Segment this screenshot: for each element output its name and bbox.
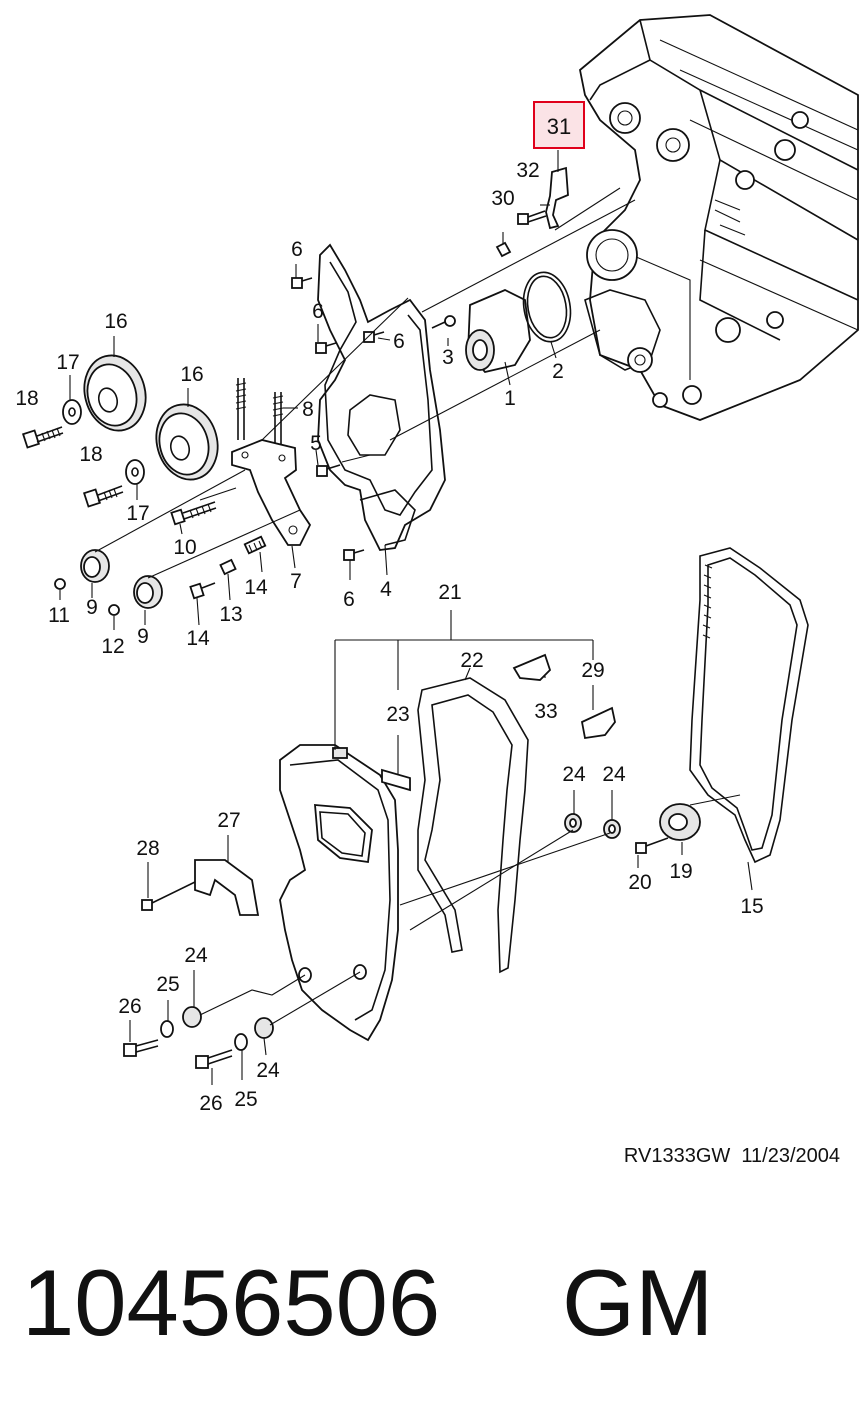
- callout-21: 21: [438, 581, 461, 604]
- bracket-7: [231, 439, 312, 546]
- callout-14b: 14: [186, 627, 210, 650]
- brand-label: GM: [562, 1250, 713, 1355]
- callout-20: 20: [628, 871, 651, 894]
- callout-6d: 6: [343, 588, 355, 611]
- camshaft-sprocket-upper: [83, 354, 147, 432]
- callout-1: 1: [504, 387, 516, 410]
- callout-9a: 9: [86, 596, 98, 619]
- callout-7: 7: [290, 570, 302, 593]
- callout-16b: 16: [180, 363, 203, 386]
- callout-14a: 14: [244, 576, 268, 599]
- callout-8: 8: [302, 398, 314, 421]
- callout-2: 2: [552, 360, 564, 383]
- bolt-18a: [21, 426, 64, 449]
- callout-3: 3: [442, 346, 454, 369]
- camshaft-sprocket-lower: [155, 403, 219, 481]
- callout-32: 32: [516, 159, 539, 182]
- callout-5: 5: [310, 432, 322, 455]
- callout-26a: 26: [118, 995, 141, 1018]
- callout-18b: 18: [79, 443, 102, 466]
- callout-6c: 6: [393, 330, 405, 353]
- callout-6b: 6: [312, 300, 324, 323]
- callout-24b: 24: [602, 763, 626, 786]
- callout-31[interactable]: 31: [547, 114, 571, 139]
- drawing-code: RV1333GW 11/23/2004: [624, 1145, 840, 1167]
- callout-19: 19: [669, 860, 692, 883]
- callout-4: 4: [380, 578, 392, 601]
- rear-timing-cover: [317, 243, 446, 551]
- timing-belt-15: [689, 547, 809, 864]
- callout-17b: 17: [126, 502, 149, 525]
- callout-27: 27: [217, 809, 240, 832]
- callout-17a: 17: [56, 351, 79, 374]
- callout-6a: 6: [291, 238, 303, 261]
- highlight-box: [533, 101, 585, 149]
- bolt-18b: [82, 485, 124, 508]
- callout-23: 23: [386, 703, 409, 726]
- callout-25a: 25: [156, 973, 179, 996]
- leader-lines-upper: [59, 150, 636, 630]
- callout-24d: 24: [256, 1059, 280, 1082]
- callout-24a: 24: [562, 763, 586, 786]
- front-timing-cover: [279, 744, 399, 1042]
- gasket-22: [417, 677, 529, 974]
- callout-29: 29: [581, 659, 604, 682]
- callout-25b: 25: [234, 1088, 257, 1111]
- callout-16a: 16: [104, 310, 127, 333]
- callout-28: 28: [136, 837, 159, 860]
- callout-30: 30: [491, 187, 514, 210]
- callout-26b: 26: [199, 1092, 222, 1115]
- callout-13: 13: [219, 603, 242, 626]
- callout-33: 33: [534, 700, 557, 723]
- leader-lines-lower: [129, 610, 753, 1085]
- engine-block: [579, 14, 859, 421]
- callout-22: 22: [460, 649, 483, 672]
- callout-11: 11: [48, 604, 70, 627]
- callout-18a: 18: [15, 387, 38, 410]
- callout-24c: 24: [184, 944, 208, 967]
- water-pump: [431, 271, 572, 374]
- callout-15: 15: [740, 895, 763, 918]
- callout-12: 12: [101, 635, 124, 658]
- callout-9b: 9: [137, 625, 149, 648]
- callout-10: 10: [173, 536, 196, 559]
- part-number: 10456506: [22, 1250, 440, 1355]
- callout-labels: 31 32 30 6 6 6 3 2 1 16 16 17 18 8 5 18 …: [15, 101, 764, 1115]
